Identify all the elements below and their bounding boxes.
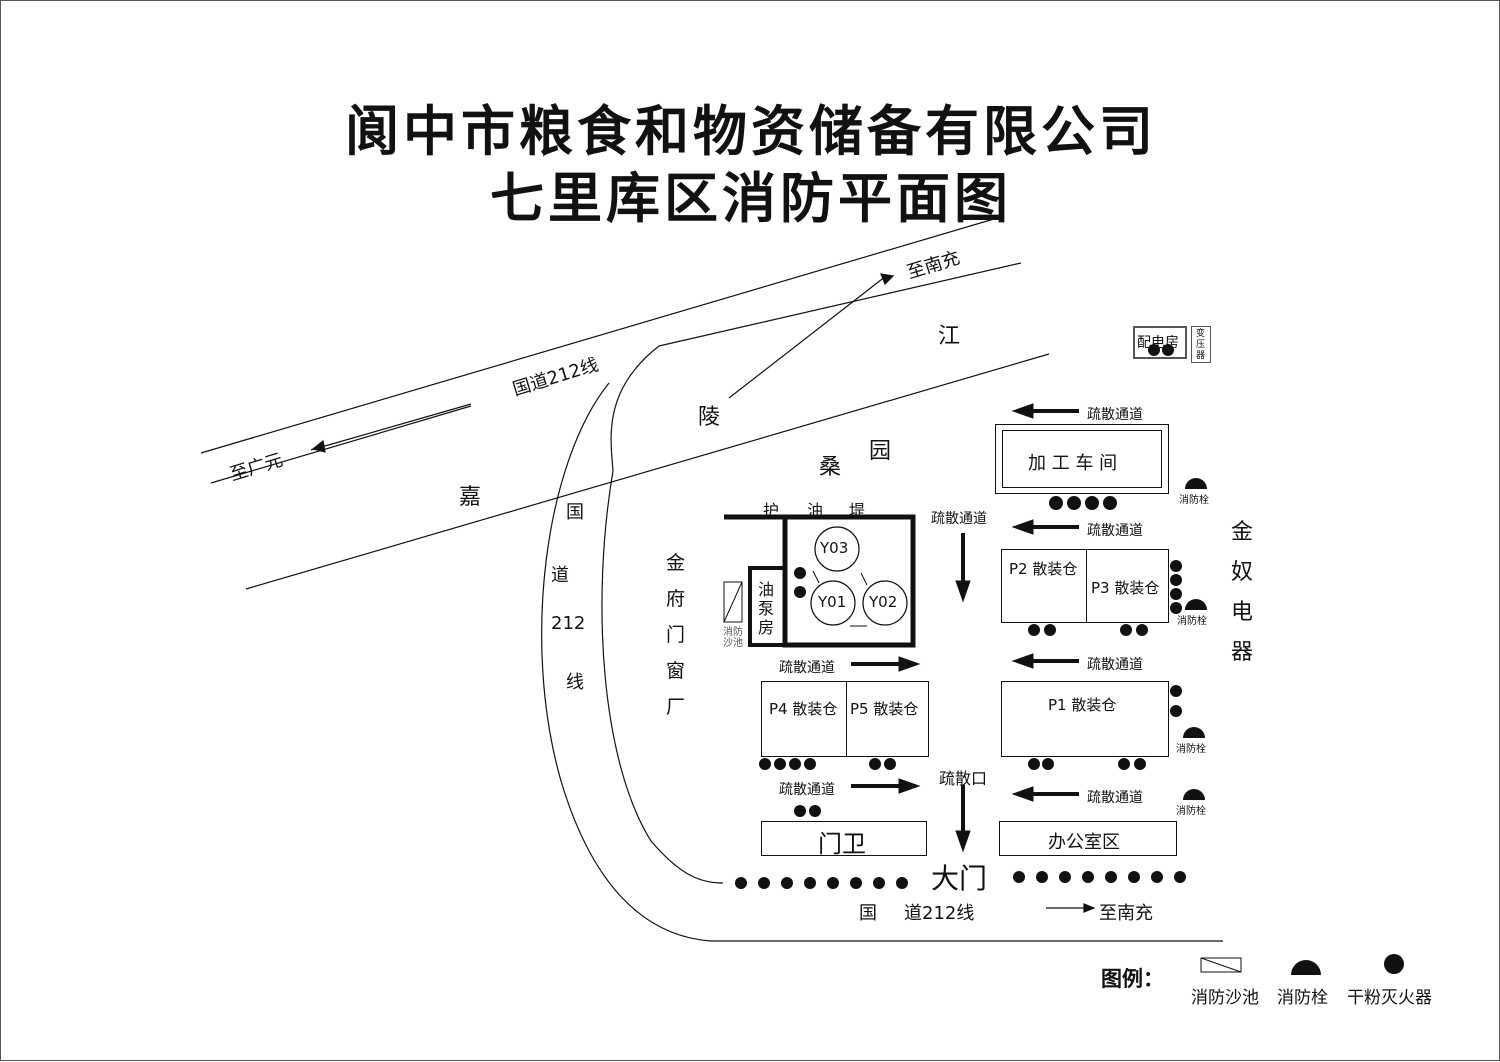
hydrant-label-1: 消防栓 bbox=[1179, 495, 1209, 506]
warehouse-p2-p3: P2 散装仓 P3 散装仓 bbox=[1001, 549, 1169, 623]
sand-pool-small-2: 沙池 bbox=[723, 638, 743, 649]
river-char-2: 陵 bbox=[698, 405, 721, 430]
tank-y02 bbox=[862, 580, 908, 626]
bend-char-4: 线 bbox=[566, 672, 584, 693]
evac-label-1: 疏散通道 bbox=[1087, 407, 1143, 423]
title-line-1: 阆中市粮食和物资储备有限公司 bbox=[345, 100, 1157, 163]
workshop-inner bbox=[1002, 430, 1162, 488]
river-char-3: 江 bbox=[938, 324, 961, 349]
workshop-label: 加 工 车 间 bbox=[1028, 453, 1118, 474]
bend-road-outer bbox=[541, 382, 1223, 942]
legend-extinguisher-icon bbox=[1384, 954, 1404, 974]
hydrant-label-2: 消防栓 bbox=[1177, 616, 1207, 627]
bottom-road-label-a: 国 bbox=[859, 903, 877, 924]
office-area: 办公室区 bbox=[999, 821, 1177, 856]
legend-sand-pool-icon bbox=[1200, 957, 1242, 973]
warehouse-divider bbox=[846, 682, 847, 756]
river-bank-line bbox=[245, 353, 1050, 590]
jinfu-char-1: 金 bbox=[666, 552, 686, 574]
transformer-char-2: 压 bbox=[1196, 340, 1206, 350]
legend-hydrant-label: 消防栓 bbox=[1277, 988, 1328, 1008]
transformer-char-3: 器 bbox=[1196, 351, 1206, 361]
highway-top-line bbox=[200, 215, 1005, 454]
highway-bottom-line-left bbox=[210, 405, 472, 484]
transformer: 变 压 器 bbox=[1191, 326, 1211, 363]
bend-char-1: 国 bbox=[566, 502, 584, 523]
tank-y01 bbox=[810, 580, 856, 626]
bend-char-2: 道 bbox=[551, 565, 569, 586]
bend-road-inner-top bbox=[610, 345, 660, 472]
warehouse-p3-label: P3 散装仓 bbox=[1091, 579, 1160, 597]
warehouse-p1: P1 散装仓 bbox=[1001, 681, 1169, 757]
guard-label: 门卫 bbox=[818, 830, 866, 858]
sand-pool-small-1: 消防 bbox=[723, 627, 743, 638]
warehouse-p1-label: P1 散装仓 bbox=[1048, 696, 1117, 714]
jinnu-char-1: 金 bbox=[1231, 520, 1254, 545]
evac-label-5: 疏散通道 bbox=[1087, 657, 1143, 673]
tank-y02-label: Y02 bbox=[869, 593, 898, 611]
evac-label-2: 疏散通道 bbox=[931, 511, 987, 527]
hydrant-label-3: 消防栓 bbox=[1176, 744, 1206, 755]
bend-road-inner bbox=[601, 470, 724, 884]
bottom-road-label-b: 道212线 bbox=[904, 903, 975, 924]
warehouse-p5-label: P5 散装仓 bbox=[850, 700, 919, 718]
pump-room-char-3: 房 bbox=[758, 618, 775, 637]
jinnu-char-2: 奴 bbox=[1231, 560, 1254, 585]
jinnu-char-3: 电 bbox=[1231, 600, 1254, 625]
tank-y03-label: Y03 bbox=[820, 539, 849, 557]
evac-label-3: 疏散通道 bbox=[1087, 523, 1143, 539]
pump-room-char-2: 泵 bbox=[758, 599, 775, 618]
jinfu-char-2: 府 bbox=[666, 588, 686, 610]
legend-extinguisher-label: 干粉灭火器 bbox=[1347, 988, 1432, 1008]
jinfu-char-5: 厂 bbox=[666, 696, 686, 718]
guard-house: 门卫 bbox=[761, 821, 927, 858]
jinfu-char-3: 门 bbox=[666, 624, 686, 646]
warehouse-divider bbox=[1086, 550, 1087, 622]
jinfu-char-4: 窗 bbox=[666, 660, 686, 682]
river-char-1: 嘉 bbox=[459, 485, 482, 510]
title-line-2: 七里库区消防平面图 bbox=[490, 167, 1012, 230]
legend-hydrant-icon bbox=[1291, 960, 1321, 975]
evac-label-7: 疏散通道 bbox=[1087, 790, 1143, 806]
legend-title: 图例： bbox=[1101, 967, 1164, 991]
warehouse-p2-label: P2 散装仓 bbox=[1009, 560, 1078, 578]
warehouse-p4-label: P4 散装仓 bbox=[769, 700, 838, 718]
jinnu-char-4: 器 bbox=[1231, 640, 1254, 665]
exit-label: 疏散口 bbox=[939, 769, 988, 788]
evac-label-6: 疏散通道 bbox=[779, 782, 835, 798]
highway-bottom-line-right bbox=[658, 262, 1022, 347]
evac-label-4: 疏散通道 bbox=[779, 660, 835, 676]
main-gate-label: 大门 bbox=[931, 862, 988, 895]
tank-y03 bbox=[814, 526, 860, 572]
office-label: 办公室区 bbox=[1048, 832, 1120, 853]
legend-icons bbox=[1200, 954, 1404, 975]
warehouse-p4-p5: P4 散装仓 P5 散装仓 bbox=[761, 681, 929, 757]
tank-y01-label: Y01 bbox=[818, 593, 847, 611]
bottom-to-nanchong-label: 至南充 bbox=[1099, 903, 1153, 924]
transformer-char-1: 变 bbox=[1196, 329, 1206, 339]
hydrant-label-4: 消防栓 bbox=[1176, 806, 1206, 817]
workshop: 加 工 车 间 bbox=[995, 424, 1169, 494]
legend-sand-pool-label: 消防沙池 bbox=[1191, 988, 1259, 1008]
mulberry-char-1: 桑 bbox=[819, 455, 842, 480]
bend-char-3: 212 bbox=[551, 613, 586, 634]
mulberry-char-2: 园 bbox=[869, 439, 892, 464]
pump-room-char-1: 油 bbox=[758, 580, 775, 599]
